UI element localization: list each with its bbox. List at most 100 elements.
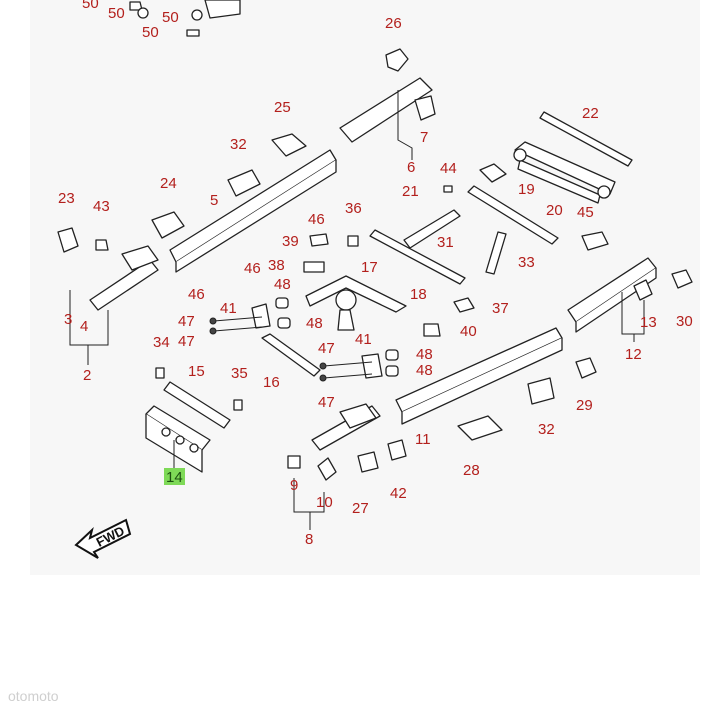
part-24-mount — [151, 211, 185, 239]
label-13: 13 — [640, 314, 657, 331]
label-21: 21 — [402, 183, 419, 200]
label-45: 45 — [577, 204, 594, 221]
label-12: 12 — [625, 346, 642, 363]
label-41a: 41 — [220, 300, 237, 317]
label-50d: 50 — [142, 24, 159, 41]
part-13-bracket — [633, 279, 653, 301]
part-28-mount — [457, 415, 503, 441]
part-32-mount-lower — [527, 377, 555, 405]
label-41b: 41 — [355, 331, 372, 348]
label-50c: 50 — [162, 9, 179, 26]
label-42: 42 — [390, 485, 407, 502]
part-21-bolt — [443, 185, 453, 193]
label-20: 20 — [546, 202, 563, 219]
leader-8 — [293, 478, 325, 513]
part-48-bush-top — [275, 297, 289, 309]
part-48-bush-3 — [385, 349, 399, 361]
label-22: 22 — [582, 105, 599, 122]
label-40: 40 — [460, 323, 477, 340]
fwd-arrow: FWD — [74, 518, 132, 559]
part-12-frame — [567, 257, 657, 333]
part-33-bar — [485, 231, 507, 275]
part-48-bush-2 — [277, 317, 291, 329]
part-23-bracket — [57, 227, 79, 253]
label-31: 31 — [437, 234, 454, 251]
part-40-mount — [423, 323, 441, 337]
label-39: 39 — [282, 233, 299, 250]
label-29: 29 — [576, 397, 593, 414]
label-37: 37 — [492, 300, 509, 317]
part-37-clip — [453, 297, 475, 313]
label-27: 27 — [352, 500, 369, 517]
label-11: 11 — [415, 431, 431, 448]
label-33: 33 — [518, 254, 535, 271]
part-34-clip — [155, 367, 165, 379]
label-46b: 46 — [244, 260, 261, 277]
part-9-bushing — [287, 455, 301, 469]
label-35: 35 — [231, 365, 248, 382]
label-23: 23 — [58, 190, 75, 207]
part-5-frame — [169, 149, 337, 273]
bolts-47-lower — [319, 361, 373, 382]
label-46c: 46 — [188, 286, 205, 303]
label-5: 5 — [210, 192, 218, 209]
label-44: 44 — [440, 160, 457, 177]
label-46a: 46 — [308, 211, 325, 228]
part-6-crossmember — [339, 77, 436, 143]
label-47a: 47 — [178, 313, 195, 330]
part-27-bracket — [357, 451, 379, 473]
label-9: 9 — [290, 477, 298, 494]
part-32-mount — [227, 169, 261, 197]
label-25: 25 — [274, 99, 291, 116]
label-15: 15 — [188, 363, 205, 380]
label-30: 30 — [676, 313, 693, 330]
part-48-bush-4 — [385, 365, 399, 377]
part-43-clip — [95, 239, 109, 251]
clip-parts-50 — [129, 0, 241, 37]
part-25-bracket — [271, 133, 307, 157]
label-8: 8 — [305, 531, 313, 548]
leader-12 — [621, 292, 645, 335]
part-8-rail — [311, 403, 381, 451]
label-43: 43 — [93, 198, 110, 215]
label-14-highlighted: 14 — [164, 468, 185, 486]
label-28: 28 — [463, 462, 480, 479]
part-44-plate — [479, 163, 507, 183]
svg-text:FWD: FWD — [94, 523, 127, 550]
label-34: 34 — [153, 334, 170, 351]
label-47d: 47 — [318, 394, 335, 411]
svg-text:14: 14 — [166, 469, 183, 486]
label-32b: 32 — [538, 421, 555, 438]
part-38-plate — [303, 261, 325, 273]
label-16: 16 — [263, 374, 280, 391]
part-19-bar — [467, 185, 559, 245]
label-6: 6 — [407, 159, 415, 176]
part-16-link — [261, 333, 321, 377]
part-11-frame — [395, 327, 563, 425]
label-47c: 47 — [318, 340, 335, 357]
label-38: 38 — [268, 257, 285, 274]
part-45-bracket — [581, 231, 609, 251]
label-3: 3 — [64, 311, 72, 328]
label-17: 17 — [361, 259, 378, 276]
label-19: 19 — [518, 181, 535, 198]
part-18-crossmember — [369, 209, 466, 285]
part-41-bracket — [251, 303, 271, 329]
part-10-bracket — [317, 457, 337, 481]
part-20-arm — [513, 141, 616, 204]
part-14-crossmember — [145, 405, 211, 473]
part-2-rail — [89, 245, 159, 311]
label-36: 36 — [345, 200, 362, 217]
watermark: otomoto — [8, 688, 59, 704]
label-50a: 50 — [82, 0, 99, 12]
label-48a: 48 — [274, 276, 291, 293]
label-4: 4 — [80, 318, 88, 335]
part-42-bracket — [387, 439, 407, 461]
part-41-bracket-lower — [361, 353, 383, 379]
part-15-tube — [163, 381, 231, 429]
leader-6 — [397, 90, 413, 160]
part-39-bracket — [309, 233, 329, 247]
label-47b: 47 — [178, 333, 195, 350]
label-24: 24 — [160, 175, 177, 192]
